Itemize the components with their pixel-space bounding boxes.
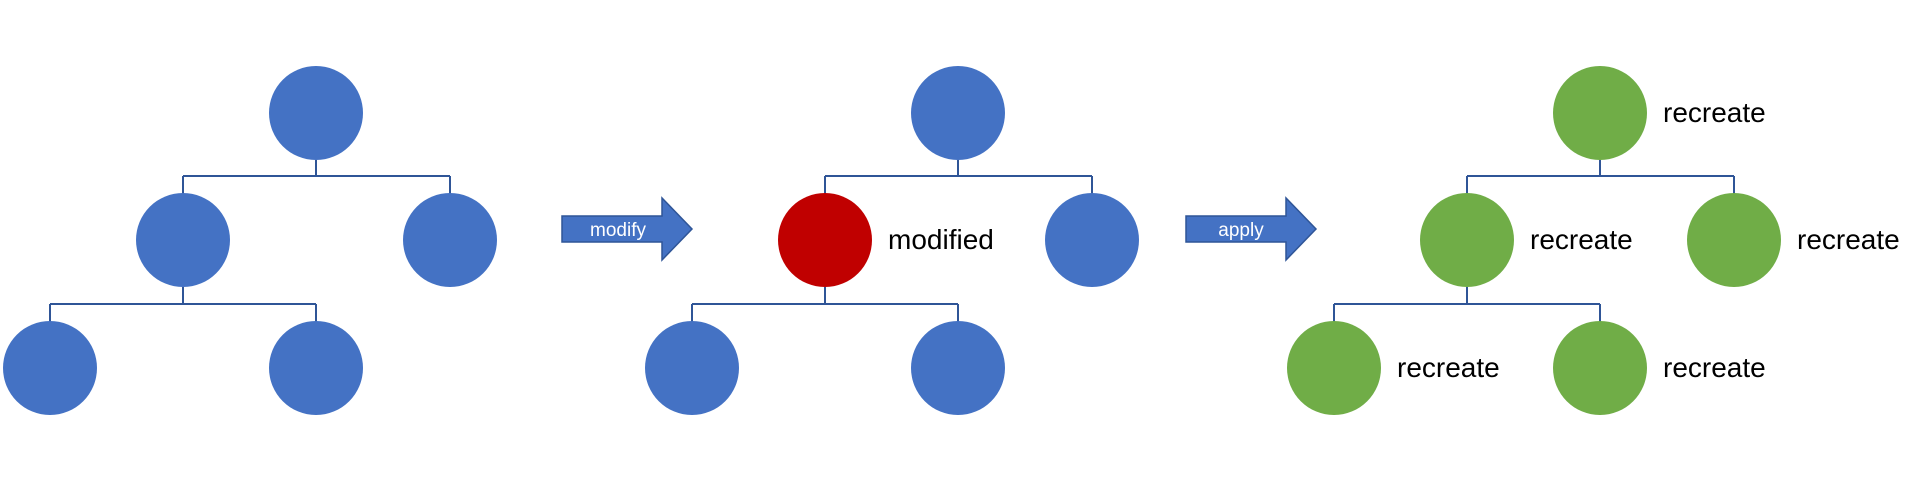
apply-arrow: apply — [1185, 196, 1318, 262]
tree-3-node-3-label: recreate — [1797, 224, 1900, 255]
tree-3-node-1-label: recreate — [1663, 97, 1766, 128]
tree-1-node-4 — [3, 321, 97, 415]
modify-arrow: modify — [561, 196, 694, 262]
apply-arrow-label: apply — [1218, 220, 1264, 241]
tree-2-node-3 — [1045, 193, 1139, 287]
tree-3-node-4 — [1287, 321, 1381, 415]
tree-2-node-5 — [911, 321, 1005, 415]
tree-3-child-connector — [1333, 287, 1601, 323]
tree-2-child-connector — [691, 287, 959, 323]
tree-3-node-3 — [1687, 193, 1781, 287]
tree-3-node-5-label: recreate — [1663, 352, 1766, 383]
tree-2-node-1 — [911, 66, 1005, 160]
tree-3-node-4-label: recreate — [1397, 352, 1500, 383]
tree-1-node-1 — [269, 66, 363, 160]
tree-2-node-2 — [778, 193, 872, 287]
tree-2-node-4 — [645, 321, 739, 415]
tree-2-root-connector — [824, 160, 1093, 195]
tree-3-node-5 — [1553, 321, 1647, 415]
tree-2-node-2-label: modified — [888, 224, 994, 255]
tree-1-root-connector — [182, 160, 451, 195]
tree-1 — [3, 66, 497, 415]
tree-3-node-2 — [1420, 193, 1514, 287]
tree-3: recreate recreate recreate recreate recreate — [1287, 66, 1900, 415]
tree-1-node-5 — [269, 321, 363, 415]
tree-2: modified — [645, 66, 1139, 415]
modify-arrow-shape — [561, 196, 694, 262]
tree-3-root-connector — [1466, 160, 1735, 195]
tree-1-child-connector — [49, 287, 317, 323]
tree-3-node-2-label: recreate — [1530, 224, 1633, 255]
tree-3-node-1 — [1553, 66, 1647, 160]
apply-arrow-shape — [1185, 196, 1318, 262]
modify-arrow-label: modify — [590, 220, 646, 241]
tree-1-node-3 — [403, 193, 497, 287]
tree-1-node-2 — [136, 193, 230, 287]
